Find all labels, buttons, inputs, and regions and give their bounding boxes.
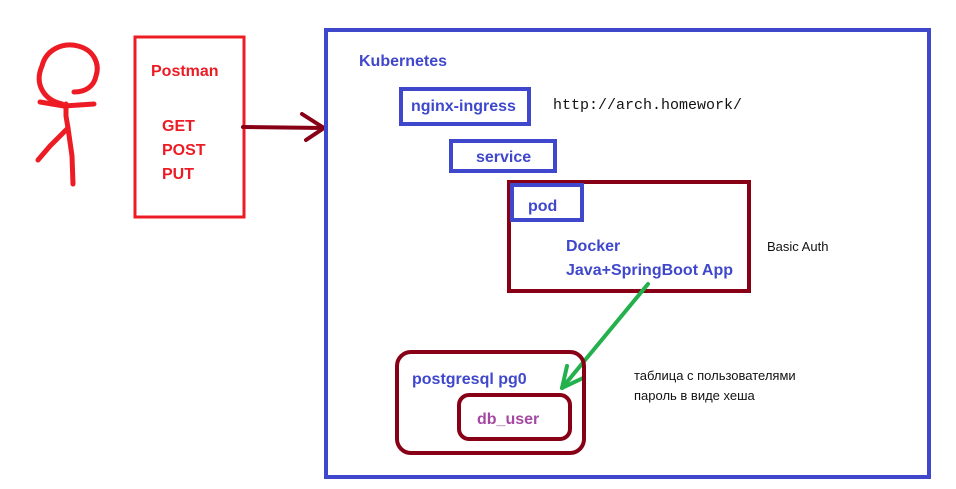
method-post: POST <box>162 142 206 159</box>
postman-title: Postman <box>151 63 219 80</box>
kubernetes-box <box>324 28 931 479</box>
kubernetes-title: Kubernetes <box>359 53 447 70</box>
request-arrow <box>241 112 326 142</box>
table-note-line2: пароль в виде хеша <box>634 388 756 403</box>
postgres-box <box>395 350 586 455</box>
db-user-box <box>457 393 572 441</box>
method-get: GET <box>162 118 195 135</box>
service-box <box>449 139 557 173</box>
pod-app: Java+SpringBoot App <box>566 262 733 279</box>
pod-label: pod <box>528 198 557 215</box>
stick-figure-user-icon <box>35 42 100 187</box>
postgres-label: postgresql pg0 <box>412 371 527 388</box>
db-connection-arrow <box>560 282 650 390</box>
ingress-url: http://arch.homework/ <box>553 97 742 114</box>
service-label: service <box>476 149 531 166</box>
ingress-label: nginx-ingress <box>411 98 516 115</box>
table-note-line1: таблица с пользователями <box>634 368 796 383</box>
auth-note: Basic Auth <box>767 239 828 254</box>
pod-docker: Docker <box>566 238 620 255</box>
pod-box <box>507 180 751 293</box>
method-put: PUT <box>162 166 194 183</box>
pod-label-box <box>510 183 584 222</box>
ingress-box <box>399 87 531 126</box>
db-user-label: db_user <box>477 411 539 428</box>
